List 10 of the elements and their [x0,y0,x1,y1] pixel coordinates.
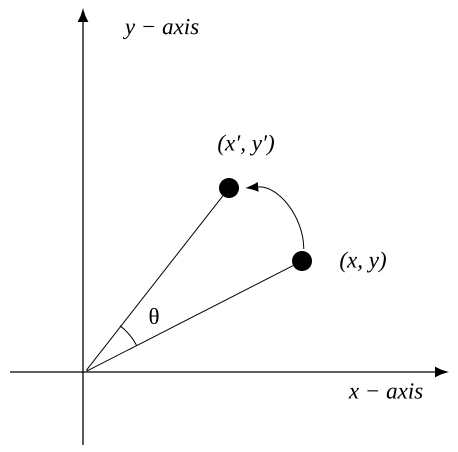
point-dot [292,251,312,271]
angle-label: θ [150,308,159,324]
coordinate-label: (x′, y′) [218,134,274,156]
point-dot [219,178,239,198]
coordinate-label: (x, y) [340,252,386,272]
radius-line [86,265,294,372]
rotation-arrow [246,182,304,250]
axis-label: x − axis [348,383,422,399]
axis-label: y − axis [122,18,198,40]
radius-line [86,196,224,371]
